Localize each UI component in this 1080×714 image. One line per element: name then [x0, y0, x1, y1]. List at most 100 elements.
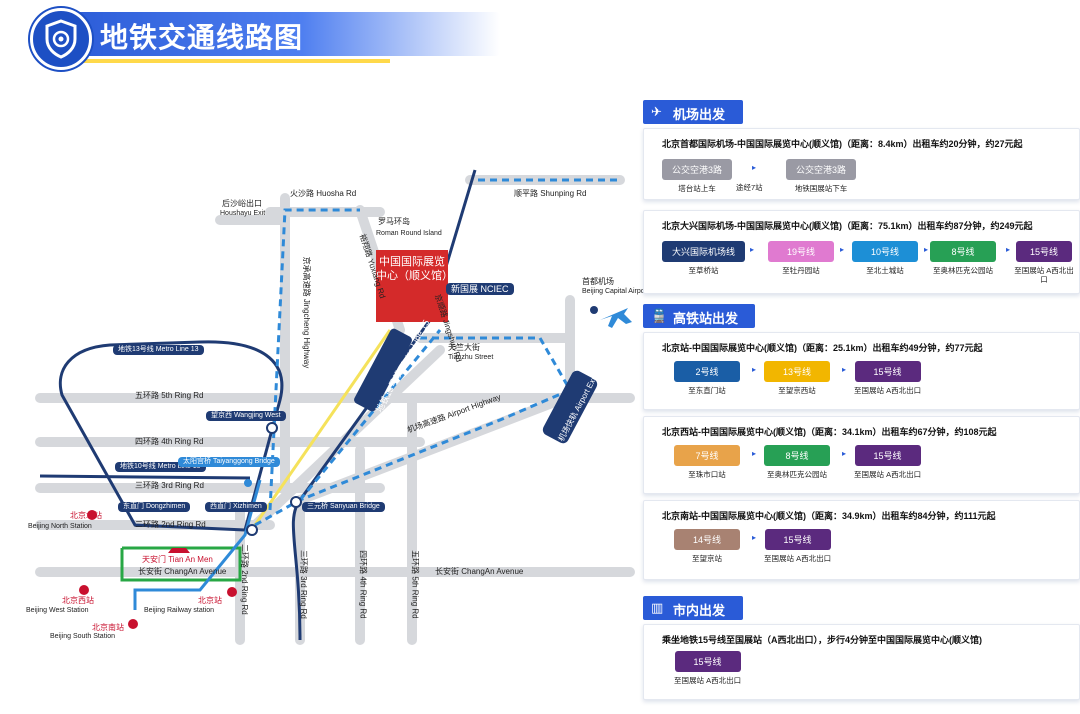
line-chip: 19号线 — [768, 241, 834, 262]
route-step: 2号线 至东直门站 — [674, 361, 740, 396]
bus-chip: 公交空港3路 — [662, 159, 733, 180]
route-card-bjsouth[interactable]: 北京南站-中国国际展览中心(顺义馆)（距离：34.9km）出租车约84分钟，约1… — [643, 500, 1080, 580]
route-step: 公交空港3路 塔台站上车 — [662, 159, 733, 194]
section-airport[interactable]: ✈ 机场出发 — [643, 100, 743, 124]
ring2-label: 二环路 2nd Ring Rd — [135, 520, 206, 529]
route-step: 13号线 至望京西站 — [764, 361, 830, 396]
line-chip: 14号线 — [674, 529, 740, 550]
wangjing-pill[interactable]: 望京西 Wangjing West — [206, 411, 286, 422]
houshayu-en: Houshayu Exit — [220, 210, 266, 217]
section-rail[interactable]: 🚆 高铁站出发 — [643, 304, 755, 328]
step-sub: 至国展站 A西北出口 — [1014, 266, 1074, 284]
venue-label: 中国国际展览中心（顺义馆） — [376, 256, 453, 282]
jingcheng-label: 京承高速路 Jingcheng Highway — [302, 256, 312, 369]
step-sub: 至东直门站 — [688, 386, 726, 395]
arrow-icon: ▸ — [750, 245, 755, 254]
changan-w-label: 长安街 ChangAn Avenue — [138, 567, 227, 576]
xizhimen-pill[interactable]: 西直门 Xizhimen — [205, 502, 267, 513]
dashed-route-d — [298, 329, 442, 501]
bj-north-cn: 北京北站 — [70, 511, 102, 520]
route-title: 北京西站-中国国际展览中心(顺义馆)（距离：34.1km）出租车约67分钟，约1… — [662, 427, 997, 437]
step-sub: 塔台站上车 — [678, 184, 716, 193]
sanyuan-pill[interactable]: 三元桥 Sanyuan Bridge — [302, 502, 385, 513]
dongzhimen-pill[interactable]: 东直门 Dongzhimen — [118, 502, 191, 513]
route-title: 北京首都国际机场-中国国际展览中心(顺义馆)（距离：8.4km）出租车约20分钟… — [662, 139, 1023, 149]
bj-south-en: Beijing South Station — [50, 633, 115, 640]
venue-marker[interactable]: 中国国际展览中心（顺义馆） — [376, 250, 453, 322]
line-chip: 7号线 — [674, 445, 740, 466]
step-sub: 至珠市口站 — [688, 470, 726, 479]
bus-chip: 公交空港3路 — [786, 159, 857, 180]
map-graphic — [35, 169, 635, 645]
dashed-route-a — [268, 208, 360, 511]
route-card-bjstation[interactable]: 北京站-中国国际展览中心(顺义馆)（距离：25.1km）出租车约49分钟，约77… — [643, 332, 1080, 410]
tianzhu-cn: 天竺大街 — [448, 343, 480, 352]
route-card-capital[interactable]: 北京首都国际机场-中国国际展览中心(顺义馆)（距离：8.4km）出租车约20分钟… — [643, 128, 1080, 200]
step-sub: 至国展站 A西北出口 — [854, 386, 922, 395]
bj-west-icon — [79, 585, 89, 595]
ring3-label: 三环路 3rd Ring Rd — [135, 481, 204, 490]
step-sub: 至奥林匹克公园站 — [767, 470, 827, 479]
line10-pill[interactable]: 地铁10号线 Metro Line 10 — [115, 462, 206, 473]
step-sub: 至国展站 A西北出口 — [764, 554, 832, 563]
arrow-icon: ▸ — [924, 245, 929, 254]
step-sub: 至国展站 A西北出口 — [854, 470, 922, 479]
changan-e-label: 长安街 ChangAn Avenue — [435, 567, 524, 576]
route-step: 7号线 至珠市口站 — [674, 445, 740, 480]
line13-pill[interactable]: 地铁13号线 Metro Line 13 — [113, 345, 204, 356]
step-sub: 至北土城站 — [866, 266, 904, 275]
capital-airport-dot — [590, 306, 598, 314]
metro-line-2 — [120, 546, 242, 582]
route-step: 大兴国际机场线 至草桥站 — [662, 241, 746, 276]
line-chip: 15号线 — [854, 445, 921, 466]
route-card-daxing[interactable]: 北京大兴国际机场-中国国际展览中心(顺义馆)（距离：75.1km）出租车约87分… — [643, 210, 1080, 294]
line-chip: 15号线 — [674, 651, 741, 672]
route-step: 15号线 至国展站 A西北出口 — [854, 445, 921, 480]
arrow-icon: ▸ — [842, 365, 847, 374]
arrow-icon: ▸ — [842, 449, 847, 458]
route-step: 10号线 至北土城站 — [852, 241, 918, 276]
section-city[interactable]: ▥ 市内出发 — [643, 596, 743, 620]
nciec-pill[interactable]: 新国展 NCIEC — [446, 283, 514, 296]
route-title: 北京大兴国际机场-中国国际展览中心(顺义馆)（距离：75.1km）出租车约87分… — [662, 221, 1033, 231]
bj-station-icon — [227, 587, 237, 597]
capital-cn: 首都机场 — [582, 277, 614, 286]
ring5-v-label: 五环路 5th Ring Rd — [410, 550, 420, 619]
route-title: 北京南站-中国国际展览中心(顺义馆)（距离：34.9km）出租车约84分钟，约1… — [662, 511, 996, 521]
step-sub: 至奥林匹克公园站 — [933, 266, 993, 275]
building-icon: ▥ — [651, 600, 664, 615]
line-chip: 8号线 — [764, 445, 830, 466]
route-card-city[interactable]: 乘坐地铁15号线至国展站（A西北出口），步行4分钟至中国国际展览中心(顺义馆) … — [643, 624, 1080, 700]
step-sub: 地铁国展站下车 — [794, 184, 848, 193]
huosha-label: 火沙路 Huosha Rd — [290, 189, 357, 198]
line-chip: 15号线 — [1016, 241, 1072, 262]
ring4-v-label: 四环路 4th Ring Rd — [358, 550, 368, 619]
bj-station-cn: 北京站 — [198, 596, 222, 605]
route-step: 15号线 至国展站 A西北出口 — [674, 651, 741, 686]
line-chip: 15号线 — [854, 361, 921, 382]
arrow-icon: ▸ — [1006, 245, 1011, 254]
ring5-label: 五环路 5th Ring Rd — [135, 391, 204, 400]
arrow-icon: ▸ — [840, 245, 845, 254]
shunping-label: 顺平路 Shunping Rd — [514, 189, 587, 198]
header-band — [60, 12, 500, 56]
arrow-icon: ▸ — [752, 533, 757, 542]
line-chip: 15号线 — [764, 529, 831, 550]
airplane-map-icon — [600, 308, 632, 328]
airplane-icon: ✈ — [651, 104, 662, 119]
junction-dot — [246, 524, 258, 536]
route-card-bjwest[interactable]: 北京西站-中国国际展览中心(顺义馆)（距离：34.1km）出租车约67分钟，约1… — [643, 416, 1080, 494]
arrow-icon: ▸ — [752, 365, 757, 374]
section-rail-title: 高铁站出发 — [673, 311, 739, 326]
page-title: 地铁交通线路图 — [100, 22, 304, 53]
wangjing-dot — [266, 422, 278, 434]
taiyanggong-pill[interactable]: 太阳宫桥 Taiyanggong Bridge — [178, 457, 280, 468]
step-sub: 至国展站 A西北出口 — [674, 676, 742, 685]
ring2-v-label: 二环路 2nd Ring Rd — [239, 544, 249, 615]
metro-line-10 — [39, 474, 251, 480]
ring3-v-label: 三环路 3rd Ring Rd — [298, 549, 308, 619]
bj-west-cn: 北京西站 — [62, 596, 94, 605]
step-sub: 至望京站 — [692, 554, 722, 563]
step-sub: 至牡丹园站 — [782, 266, 820, 275]
route-step: 8号线 至奥林匹克公园站 — [930, 241, 996, 276]
